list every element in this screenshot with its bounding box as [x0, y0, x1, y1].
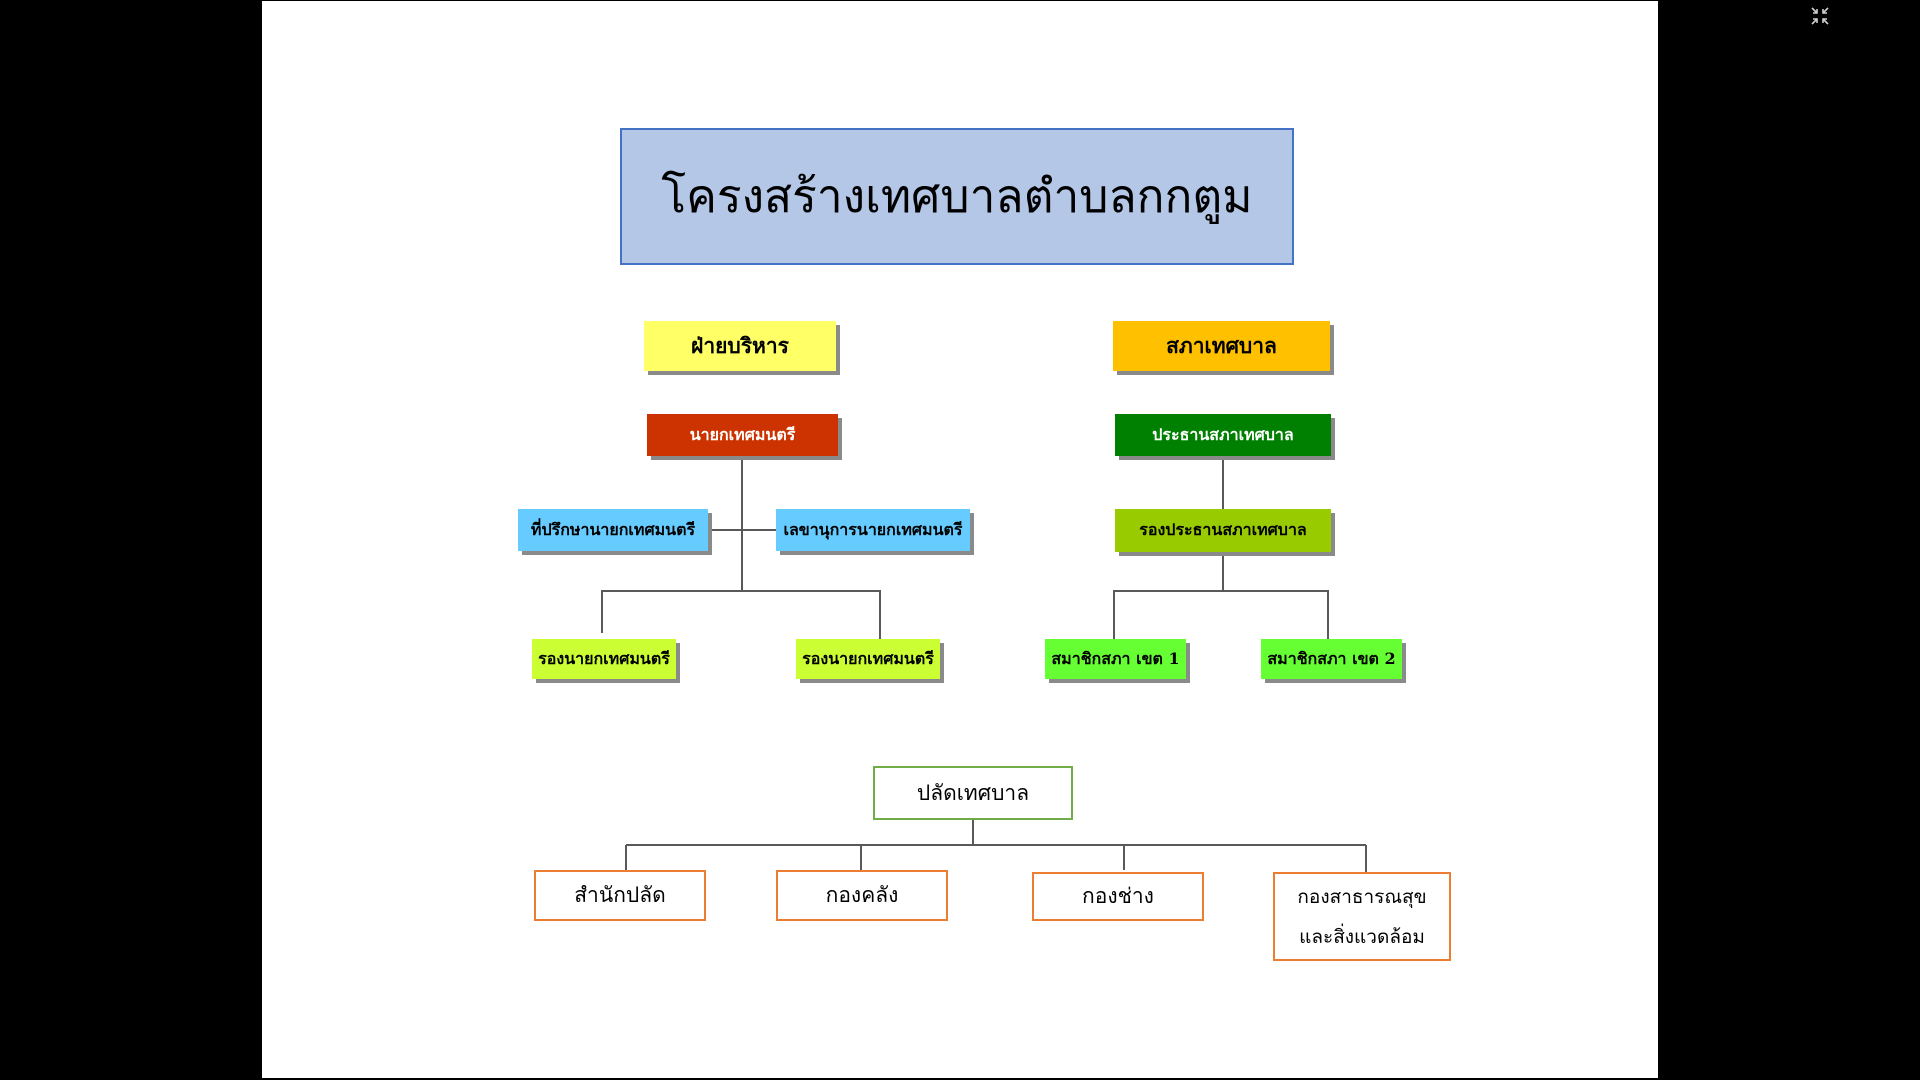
deputy-mayor-box-1: รองนายกเทศมนตรี: [532, 639, 676, 679]
municipal-clerk-box: ปลัดเทศบาล: [873, 766, 1073, 820]
deputies-connector: [601, 590, 881, 641]
secretary-box: เลขานุการนายกเทศมนตรี: [776, 509, 970, 551]
members-connector: [1113, 590, 1329, 639]
exit-fullscreen-icon[interactable]: [1810, 6, 1830, 26]
council-member-box-2: สมาชิกสภา เขต 2: [1261, 639, 1402, 679]
slide: โครงสร้างเทศบาลตำบลกกตูม ฝ่ายบริหาร นายก…: [262, 1, 1658, 1078]
division-box-clerk-office: สำนักปลัด: [534, 870, 706, 921]
division-box-public-health: กองสาธารณสุข และสิ่งแวดล้อม: [1273, 872, 1451, 961]
deputy-mayor-box-2: รองนายกเทศมนตรี: [796, 639, 940, 679]
executive-header: ฝ่ายบริหาร: [644, 321, 836, 371]
chart-title: โครงสร้างเทศบาลตำบลกกตูม: [620, 128, 1294, 265]
advisor-box: ที่ปรึกษานายกเทศมนตรี: [518, 509, 708, 551]
public-health-line-2: และสิ่งแวดล้อม: [1299, 925, 1425, 948]
public-health-line-1: กองสาธารณสุข: [1297, 885, 1427, 908]
division-box-finance: กองคลัง: [776, 870, 948, 921]
chairman-box: ประธานสภาเทศบาล: [1115, 414, 1331, 456]
exit-fullscreen-glyph: [1811, 7, 1829, 25]
division-box-engineering: กองช่าง: [1032, 872, 1204, 921]
vice-chairman-box: รองประธานสภาเทศบาล: [1115, 509, 1331, 552]
mayor-box: นายกเทศมนตรี: [647, 414, 838, 456]
connector-lines: [601, 456, 1367, 872]
council-header: สภาเทศบาล: [1113, 321, 1330, 371]
council-member-box-1: สมาชิกสภา เขต 1: [1045, 639, 1186, 679]
